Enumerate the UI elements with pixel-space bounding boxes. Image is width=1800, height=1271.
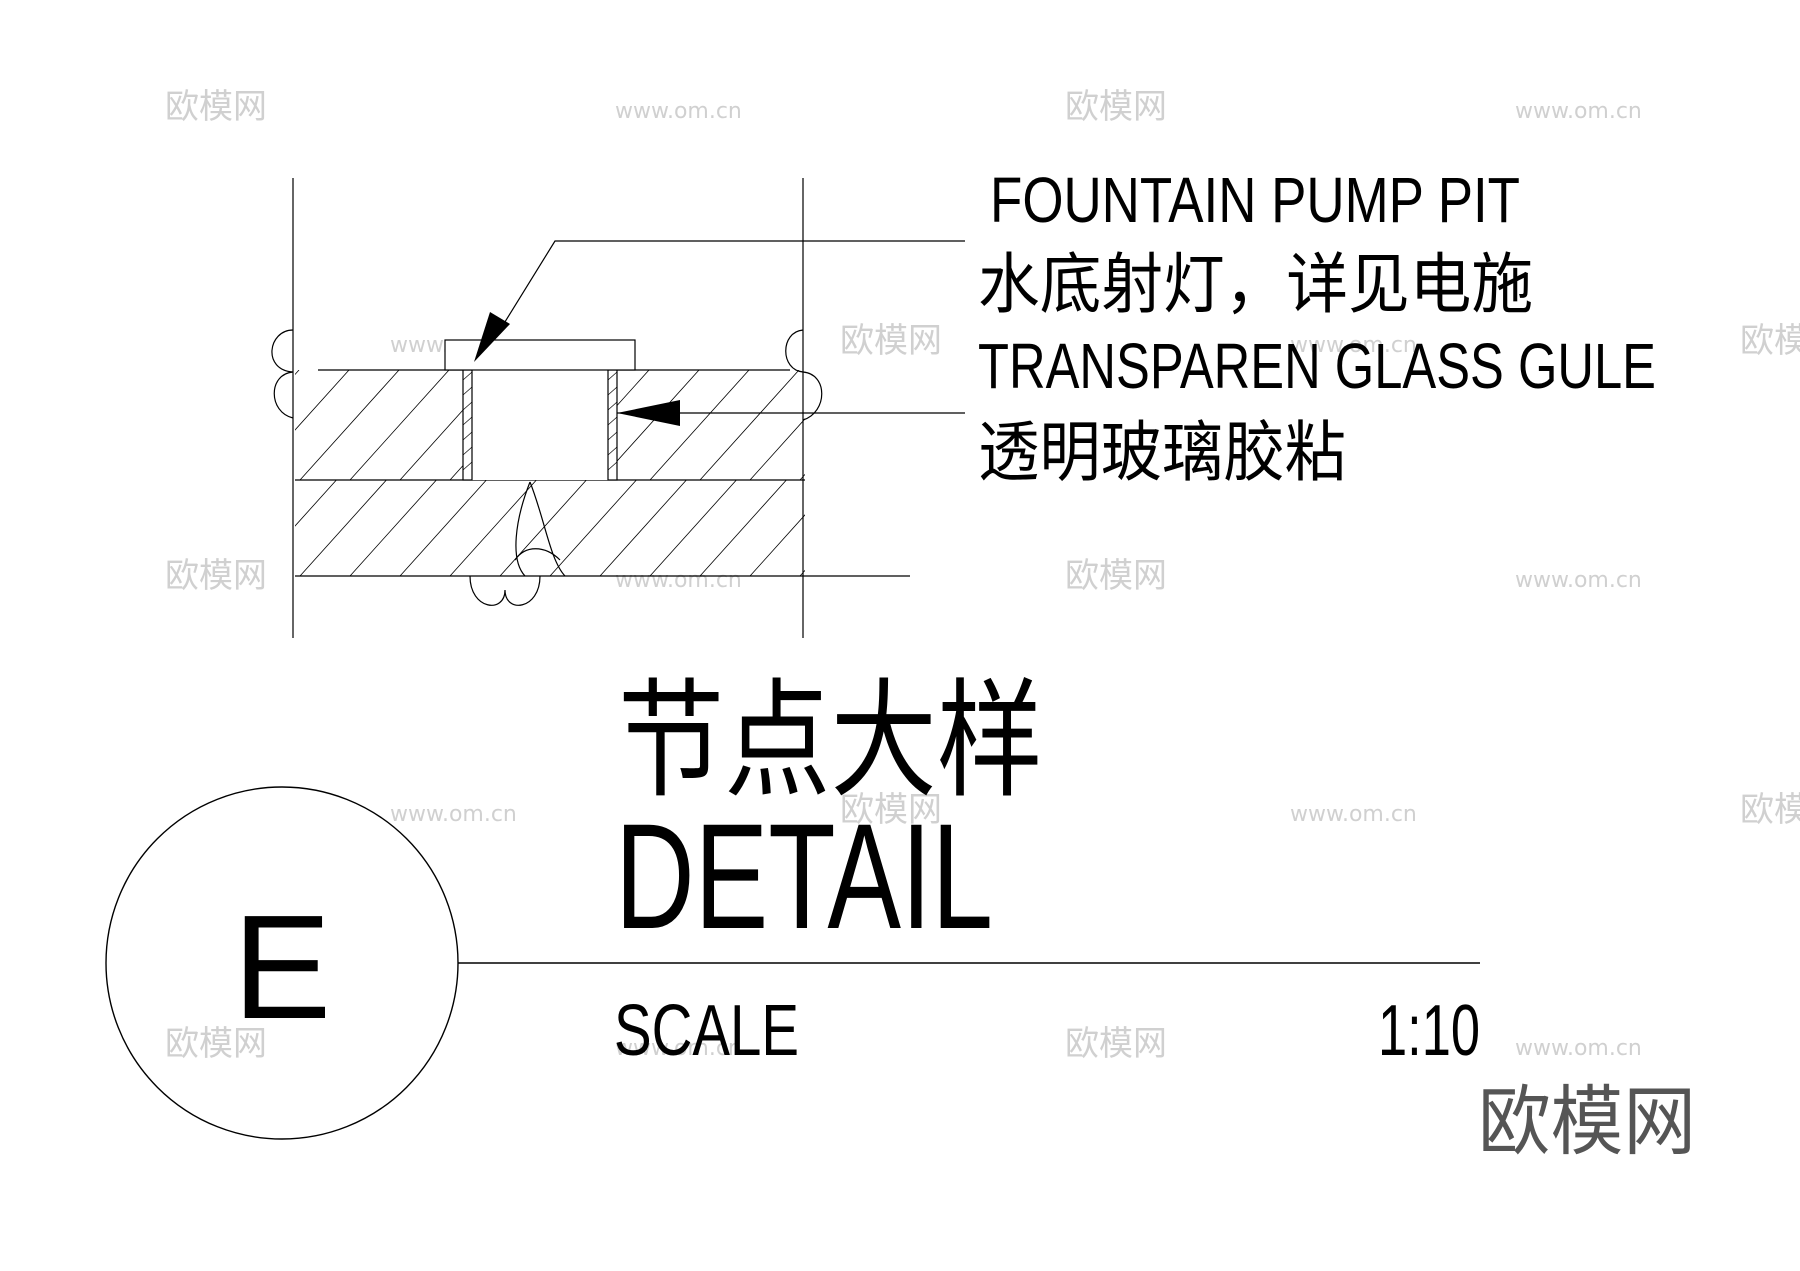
- hatch-line: [299, 480, 387, 576]
- detail-title-en: DETAIL: [615, 792, 993, 960]
- detail-title-cn: 节点大样: [618, 667, 1043, 816]
- watermark-logo: 欧模网: [1740, 790, 1800, 830]
- hatch-line: [749, 418, 805, 480]
- label-glass-glue-cn: 透明玻璃胶粘: [978, 414, 1346, 491]
- hatch-line: [850, 480, 936, 576]
- hatch-line: [699, 370, 800, 480]
- watermark-url: www.om.cn: [1290, 802, 1417, 827]
- watermark-url: www.om.cn: [615, 568, 742, 593]
- break-symbol-right: [785, 329, 823, 421]
- hatch-line: [699, 480, 787, 576]
- watermark-url: www.om.cn: [390, 802, 517, 827]
- leader-line-light: [494, 240, 965, 339]
- hatch-line: [799, 473, 805, 480]
- arrow-glue: [617, 400, 680, 426]
- hatch-line: [295, 480, 337, 527]
- hatch-line: [549, 480, 637, 576]
- label-pump-pit: FOUNTAIN PUMP PIT: [990, 164, 1520, 236]
- hatch-line: [799, 569, 805, 576]
- glass-glue-hatch: [462, 371, 618, 471]
- section-drawing: [271, 178, 965, 638]
- hatch-line: [299, 370, 400, 480]
- break-symbol-bottom: [469, 575, 541, 606]
- watermark-logo: 欧模网: [1065, 1024, 1167, 1064]
- watermark-url: www.om.cn: [615, 99, 742, 124]
- label-light-cn: 水底射灯，详见电施: [978, 246, 1533, 323]
- watermark-url: www.om.cn: [1515, 99, 1642, 124]
- watermark-logo: 欧模网: [840, 790, 942, 830]
- slab-hatching-bottom: [295, 480, 936, 576]
- arrow-light: [474, 312, 510, 362]
- pipe-curve: [514, 481, 566, 577]
- title-block: 节点大样 DETAIL E SCALE 1:10: [105, 667, 1480, 1140]
- watermark-logo: 欧模网: [1065, 87, 1167, 127]
- watermark-url: www.om.cn: [1290, 333, 1417, 358]
- hatch-line: [349, 480, 437, 576]
- hatch-line: [649, 480, 737, 576]
- hatch-line: [499, 480, 587, 576]
- break-symbol-left: [271, 329, 294, 419]
- brand-logo: 欧模网: [1478, 1077, 1696, 1166]
- hatch-line: [449, 480, 537, 576]
- detail-id-letter: E: [233, 885, 332, 1050]
- watermark-url: www.om.cn: [1515, 568, 1642, 593]
- watermark-logo: 欧模网: [165, 556, 267, 596]
- scale-label: SCALE: [614, 991, 799, 1071]
- label-glass-glue: TRANSPAREN GLASS GULE: [978, 330, 1656, 402]
- hatch-line: [749, 514, 805, 576]
- pump-pit-opening: [470, 370, 610, 480]
- watermark-logo: 欧模网: [165, 1024, 267, 1064]
- watermark-logo: 欧模网: [840, 321, 942, 361]
- watermark-url: www.om.cn: [615, 1036, 742, 1061]
- scale-value: 1:10: [1378, 991, 1480, 1071]
- hatch-line: [649, 370, 750, 480]
- hatch-line: [295, 370, 300, 376]
- hatch-line: [599, 480, 687, 576]
- watermark-url: www.om.cn: [1515, 1036, 1642, 1061]
- underwater-light-fixture: [444, 339, 636, 371]
- hatch-line: [850, 370, 949, 480]
- watermark-logo: 欧模网: [1065, 556, 1167, 596]
- watermark-logo: 欧模网: [1740, 321, 1800, 361]
- hatch-line: [399, 480, 487, 576]
- hatch-line: [295, 370, 350, 431]
- watermark-logo: 欧模网: [165, 87, 267, 127]
- hatch-line: [349, 370, 450, 480]
